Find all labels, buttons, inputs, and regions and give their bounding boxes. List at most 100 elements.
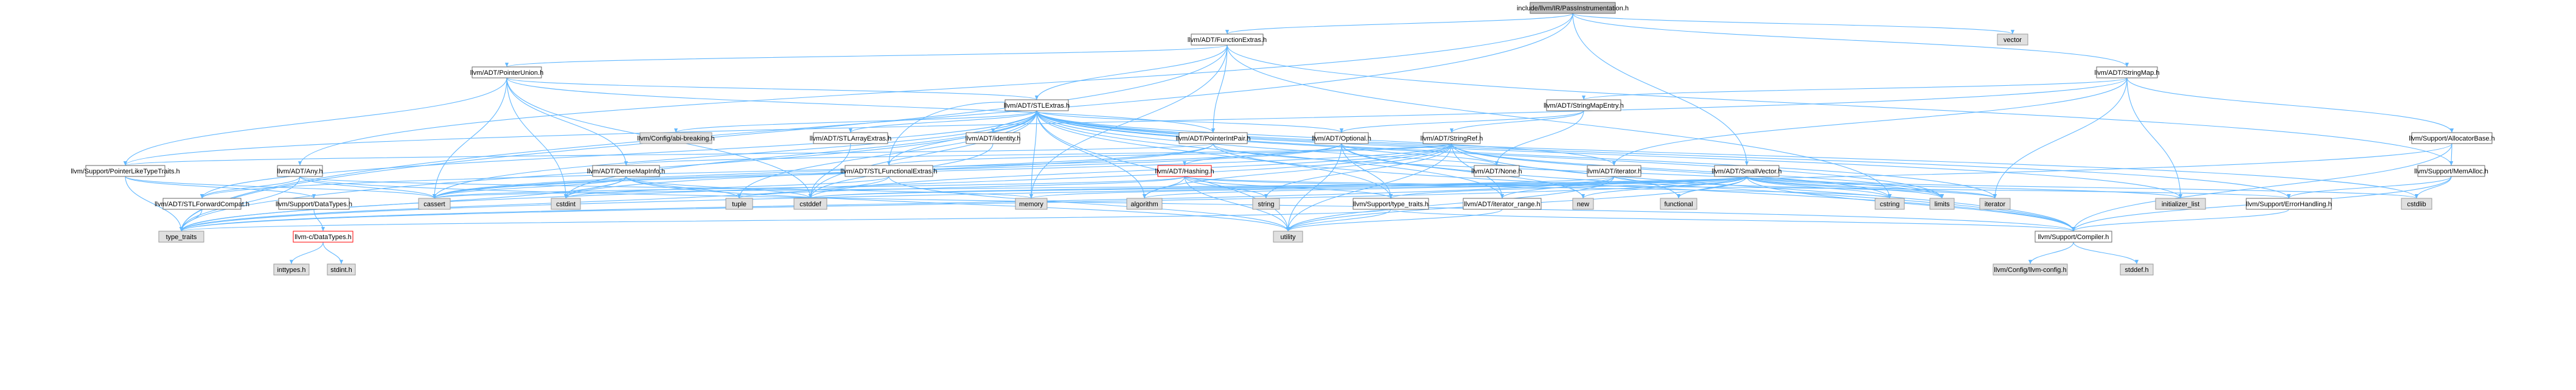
edge-any-to-compiler [299,176,2075,232]
node-box [158,231,204,243]
edge-stringmap-to-smentry [1582,77,2128,100]
edge-fnextras-to-stlextras [1034,44,1228,100]
node-label: llvm/ADT/STLFunctionalExtras.h [841,168,938,175]
node-box [1352,198,1429,210]
edge-stlextras-to-cassert [433,110,1037,199]
node-identity[interactable]: llvm/ADT/identity.h [966,132,1021,144]
edge-compiler-to-stddef [2073,242,2139,265]
node-stringref[interactable]: llvm/ADT/StringRef.h [1421,132,1483,144]
node-ptrunion[interactable]: llvm/ADT/PointerUnion.h [470,66,543,78]
node-label: cstring [1880,201,1899,208]
node-optional[interactable]: llvm/ADT/Optional.h [1312,132,1371,144]
node-stringmap[interactable]: llvm/ADT/StringMap.h [2095,66,2160,78]
node-box [1178,132,1248,144]
edge-smentry-to-optional [1340,110,1584,133]
node-box [1929,198,1955,210]
node-iterrange[interactable]: llvm/ADT/iterator_range.h [1463,198,1542,210]
node-box [1572,198,1594,210]
edge-cdatatypes-to-inttypes [289,242,324,265]
node-label: llvm/Support/Compiler.h [2038,234,2109,241]
edge-stlextras-to-typetraitsh [1036,110,1393,199]
node-smentry[interactable]: llvm/ADT/StringMapEntry.h [1544,99,1624,111]
edge-smallvector-to-limits [1746,176,1944,199]
node-typetraitsh[interactable]: llvm/Support/type_traits.h [1352,198,1429,210]
edge-ptrintpair-to-ptrliketraits [124,143,1214,166]
node-root[interactable]: include/llvm/IR/PassInstrumentation.h [1517,2,1629,14]
node-ptrintpair[interactable]: llvm/ADT/PointerIntPair.h [1176,132,1251,144]
edge-ptrunion-to-ptrliketraits [123,77,507,166]
edge-smallvector-to-type_traits [179,176,1747,232]
node-box [1587,165,1641,177]
edge-stlextras-to-cstdlib [1036,110,2418,199]
node-label: llvm/Config/abi-breaking.h [637,135,714,142]
node-box [278,198,350,210]
edge-hashing-to-utility [1184,176,1290,232]
node-label: initializer_list [2162,201,2199,208]
edge-stringref-to-string [1264,143,1452,199]
edge-errhandling-to-compiler [2072,209,2289,232]
edge-typetraitsh-to-type_traits [179,209,1391,232]
node-box [1997,33,2028,46]
edge-stlextras-to-iteratorh [1036,110,1997,199]
node-stlfwd[interactable]: llvm/ADT/STLForwardCompat.h [155,198,249,210]
node-allocbase[interactable]: llvm/Support/AllocatorBase.h [2409,132,2495,144]
node-box [327,263,356,276]
edge-smallvector-to-cassert [433,176,1747,199]
edge-fnextras-to-ptrunion [505,44,1228,68]
node-label: stdint.h [330,266,352,274]
edge-stringmap-to-iteratorh [1993,77,2128,199]
node-box [1015,198,1048,210]
node-any[interactable]: llvm/ADT/Any.h [277,165,323,177]
edge-optional-to-stlfwd [200,143,1342,199]
node-box [1463,198,1542,210]
node-box [1993,263,2068,276]
edge-fnextras-to-cstring [1227,44,1892,199]
edge-hashing-to-tuple [737,176,1185,199]
node-type_traits: type_traits [158,231,204,243]
edge-root-to-stringmap [1572,13,2129,68]
node-stlfunc[interactable]: llvm/ADT/STLFunctionalExtras.h [841,165,938,177]
node-box [1714,165,1780,177]
node-none[interactable]: llvm/ADT/None.h [1471,165,1522,177]
node-label: memory [1019,201,1043,208]
edge-smentry-to-stringref [1450,110,1584,133]
node-box [1157,165,1212,177]
node-label: llvm/ADT/iterator.h [1587,168,1641,175]
node-iterator[interactable]: llvm/ADT/iterator.h [1587,165,1641,177]
node-string: string [1252,198,1280,210]
node-label: llvm/ADT/STLArrayExtras.h [810,135,891,142]
node-label: inttypes.h [277,266,305,274]
edge-fnextras-to-ptrintpair [1211,44,1228,133]
edge-smallvector-to-memory [1029,176,1747,199]
edge-memalloc-to-cstdlib [2414,176,2452,199]
node-label: utility [1280,234,1296,241]
edge-ptrunion-to-cstdint [506,77,568,199]
node-box [2096,66,2158,78]
node-cstdint: cstdint [551,198,581,210]
node-ptrliketraits[interactable]: llvm/Support/PointerLikeTypeTraits.h [71,165,180,177]
edge-memalloc-to-errhandling [2287,176,2452,199]
node-stlextras[interactable]: llvm/ADT/STLExtras.h [1004,99,1070,111]
node-datatypes[interactable]: llvm/Support/DataTypes.h [276,198,352,210]
node-memalloc[interactable]: llvm/Support/MemAlloc.h [2414,165,2488,177]
node-compiler[interactable]: llvm/Support/Compiler.h [2035,231,2112,243]
edge-ptrunion-to-stlextras [506,77,1039,100]
node-hashing[interactable]: llvm/ADT/Hashing.h [1155,165,1214,177]
node-llvmconfig: llvm/Config/llvm-config.h [1993,263,2068,276]
node-box [162,198,242,210]
node-label: new [1577,201,1589,208]
node-smallvector[interactable]: llvm/ADT/SmallVector.h [1712,165,1782,177]
node-errhandling[interactable]: llvm/Support/ErrorHandling.h [2246,198,2332,210]
edge-root-to-smallvector [1572,13,1749,166]
node-box [2155,198,2206,210]
node-fnextras[interactable]: llvm/ADT/FunctionExtras.h [1188,33,1267,46]
edge-root-to-fnextras [1225,13,1573,35]
node-stlarray[interactable]: llvm/ADT/STLArrayExtras.h [810,132,891,144]
node-box [793,198,827,210]
edge-any-to-memory [299,176,1033,199]
edge-allocbase-to-memalloc [2449,143,2454,166]
node-cdatatypes[interactable]: llvm-c/DataTypes.h [293,231,353,243]
node-densemapinfo[interactable]: llvm/ADT/DenseMapInfo.h [587,165,665,177]
edge-cdatatypes-to-stdint [322,242,344,265]
node-label: type_traits [166,234,197,241]
